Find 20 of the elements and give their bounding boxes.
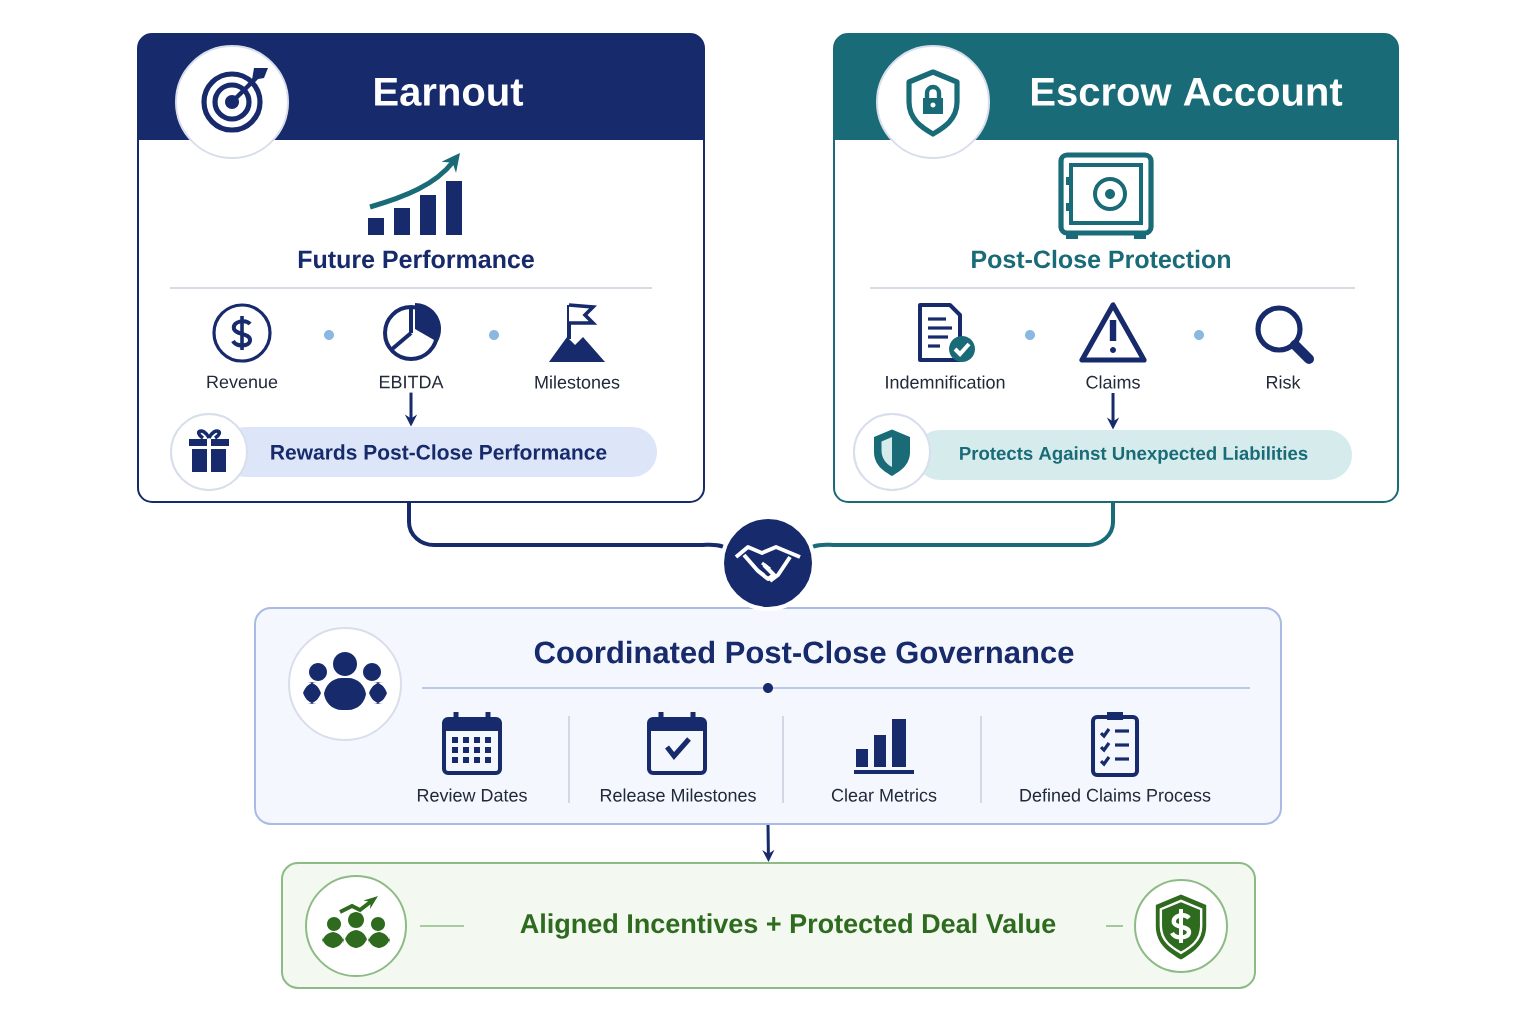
card-subtitle: Future Performance bbox=[298, 249, 534, 269]
item-label: EBITDA bbox=[380, 375, 444, 389]
panel-title: Coordinated Post-Close Governance bbox=[534, 640, 1074, 664]
item-label: Milestones bbox=[535, 375, 620, 389]
item-label: Revenue bbox=[207, 375, 278, 389]
card-subtitle: Post-Close Protection bbox=[972, 249, 1230, 269]
banner: Rewards Post-Close Performance bbox=[220, 427, 657, 477]
item-label: Clear Metrics bbox=[831, 788, 937, 802]
connector bbox=[812, 503, 1115, 549]
banner: Protects Against Unexpected Liabilities bbox=[915, 430, 1352, 480]
item-label: Claims bbox=[1086, 375, 1140, 389]
item-label: Indemnification bbox=[886, 375, 1005, 389]
item-label: Risk bbox=[1267, 375, 1301, 389]
item-label: Defined Claims Process bbox=[1020, 788, 1211, 802]
card-title: Earnout bbox=[375, 78, 524, 106]
card-title: Escrow Account bbox=[1032, 78, 1343, 106]
outcome-text: Aligned Incentives + Protected Deal Value bbox=[520, 913, 1056, 939]
item-label: Review Dates bbox=[417, 788, 527, 802]
item-label: Release Milestones bbox=[600, 788, 756, 802]
connector bbox=[407, 503, 724, 549]
